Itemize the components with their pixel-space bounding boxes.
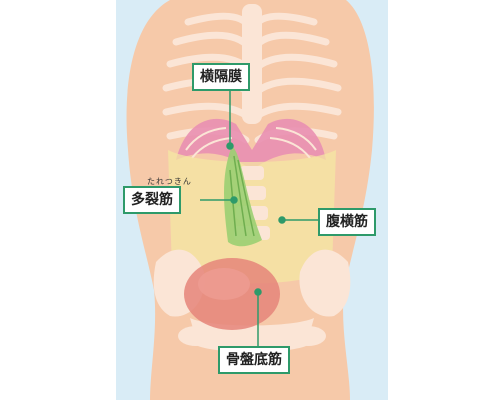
- label-multifidus-ruby: たれつきん: [147, 177, 192, 186]
- label-pelvic-floor: 骨盤底筋: [218, 346, 290, 374]
- leader-diaphragm-dot: [226, 142, 234, 150]
- label-transverse-abdominis: 腹横筋: [318, 208, 376, 236]
- diaphragm-shape: [176, 118, 326, 170]
- pelvic-floor-highlight: [198, 268, 250, 300]
- leader-lines: [200, 88, 318, 348]
- leader-pelvic-floor-dot: [254, 288, 262, 296]
- label-transverse-abdominis-text: 腹横筋: [326, 214, 368, 230]
- sternum: [242, 4, 262, 124]
- label-diaphragm: 横隔膜: [192, 63, 250, 91]
- label-diaphragm-text: 横隔膜: [200, 69, 242, 85]
- diaphragm-fibers: [185, 127, 317, 159]
- multifidus-shape: [224, 146, 262, 247]
- label-multifidus-text: 多裂筋: [131, 192, 173, 208]
- label-pelvic-floor-text: 骨盤底筋: [226, 352, 282, 368]
- label-multifidus: 多裂筋: [123, 186, 181, 214]
- leader-multifidus-dot: [230, 196, 238, 204]
- leader-transverse-dot: [278, 216, 286, 224]
